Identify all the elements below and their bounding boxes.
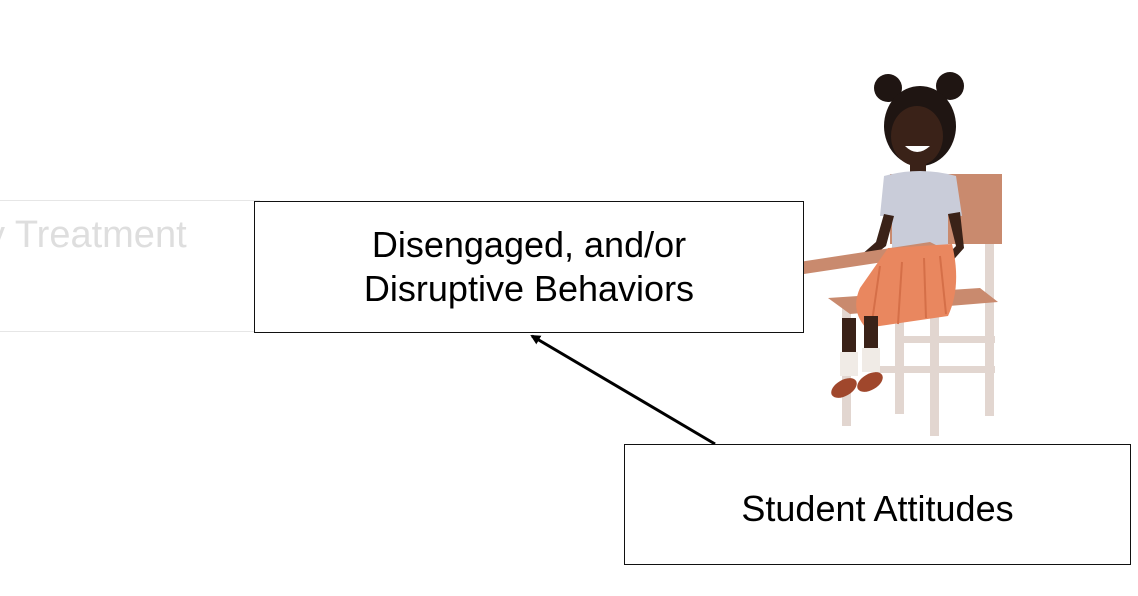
sock-left (840, 352, 858, 376)
shoe-right (857, 372, 883, 392)
node-student-attitudes: Student Attitudes (624, 444, 1131, 565)
chair-back-leg-right (985, 236, 994, 416)
sock-right (862, 348, 880, 372)
arm-right (940, 212, 964, 266)
chair-crossbar (900, 336, 995, 343)
hair-bun-left (874, 74, 902, 102)
shoe-left (831, 378, 857, 398)
skirt-pleats (871, 255, 947, 325)
hair-bun-right (936, 72, 964, 100)
node-disruptive-behaviors: Disengaged, and/or Disruptive Behaviors (254, 201, 804, 333)
node-behaviors-line1: Disengaged, and/or (371, 224, 687, 266)
node-attitudes-label: Student Attitudes (741, 487, 1014, 529)
student-sitting-at-desk-illustration (786, 72, 1002, 436)
shirt (880, 171, 962, 251)
node-disruptive-behaviors-text: Disengaged, and/or Disruptive Behaviors (364, 223, 694, 311)
face (891, 106, 943, 166)
smile (905, 146, 930, 152)
chair-front-leg-right (895, 306, 904, 414)
skirt (856, 244, 957, 328)
node-behaviors-line2: Disruptive Behaviors (363, 268, 695, 309)
arrow-line (530, 334, 716, 446)
faded-node-label: y Treatment (0, 214, 187, 256)
arm-left (860, 214, 894, 260)
chair-crossbar-2 (875, 366, 995, 373)
